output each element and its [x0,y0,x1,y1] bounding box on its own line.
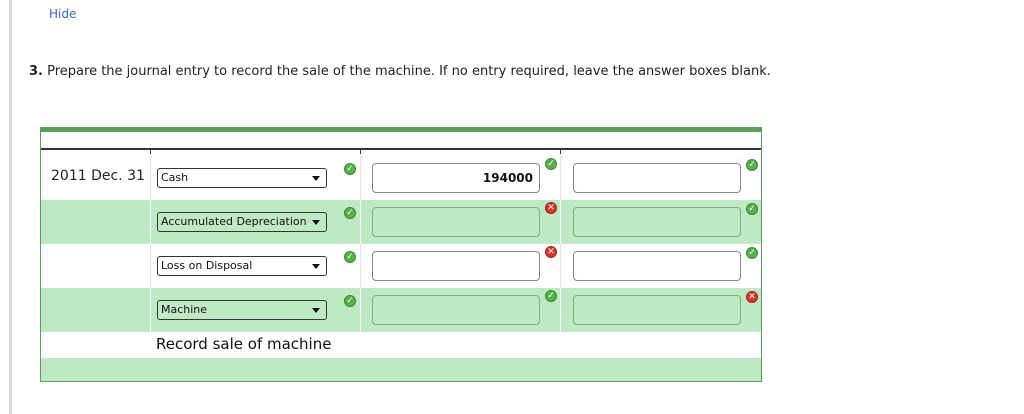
column-divider [360,244,361,288]
x-icon: ✕ [545,202,557,214]
check-icon: ✓ [746,247,758,259]
column-divider [560,288,561,332]
x-icon: ✕ [545,246,557,258]
column-divider [360,200,361,244]
entry-memo: Record sale of machine [156,335,332,353]
chevron-down-icon [312,308,320,313]
question-number: 3. [29,64,43,79]
question-body: Prepare the journal entry to record the … [47,64,771,79]
debit-value: 194000 [482,171,533,185]
account-select-cash[interactable]: Cash [157,168,327,188]
chevron-down-icon [312,264,320,269]
chevron-down-icon [312,220,320,225]
header-tick [360,148,361,154]
header-tick [150,148,151,154]
credit-input[interactable] [573,295,741,325]
account-select-value: Accumulated Depreciation [161,215,307,228]
table-header-rule [41,148,761,150]
debit-input[interactable]: 194000 [372,163,540,193]
hide-link[interactable]: Hide [49,7,77,21]
column-divider [560,244,561,288]
chevron-down-icon [312,176,320,181]
debit-input[interactable] [372,207,540,237]
debit-input[interactable] [372,251,540,281]
account-select-value: Loss on Disposal [161,259,253,272]
column-divider [150,156,151,200]
journal-row: Accumulated Depreciation ✓ ✕ ✓ [41,200,761,244]
account-select-machine[interactable]: Machine [157,300,327,320]
column-divider [150,244,151,288]
credit-input[interactable] [573,251,741,281]
entry-date: 2011 Dec. 31 [51,168,145,184]
check-icon: ✓ [344,207,356,219]
check-icon: ✓ [344,163,356,175]
check-icon: ✓ [344,295,356,307]
journal-row: Machine ✓ ✓ ✕ [41,288,761,332]
account-select-accumulated-depreciation[interactable]: Accumulated Depreciation [157,212,327,232]
check-icon: ✓ [344,251,356,263]
question-text: 3. Prepare the journal entry to record t… [29,64,771,79]
journal-entry-table: 2011 Dec. 31 Cash ✓ 194000 ✓ ✓ Accumulat… [40,127,762,382]
debit-input[interactable] [372,295,540,325]
column-divider [150,288,151,332]
credit-input[interactable] [573,207,741,237]
column-divider [360,288,361,332]
header-tick [560,148,561,154]
account-select-value: Cash [161,171,189,184]
check-icon: ✓ [545,290,557,302]
account-select-loss-on-disposal[interactable]: Loss on Disposal [157,256,327,276]
check-icon: ✓ [746,159,758,171]
credit-input[interactable] [573,163,741,193]
check-icon: ✓ [545,158,557,170]
x-icon: ✕ [746,291,758,303]
table-footer-band [41,358,761,381]
column-divider [150,200,151,244]
check-icon: ✓ [746,203,758,215]
journal-row: Loss on Disposal ✓ ✕ ✓ [41,244,761,288]
account-select-value: Machine [161,303,208,316]
column-divider [360,156,361,200]
table-top-bar [41,127,761,132]
left-border [9,0,12,414]
journal-row: 2011 Dec. 31 Cash ✓ 194000 ✓ ✓ [41,156,761,200]
column-divider [560,200,561,244]
column-divider [560,156,561,200]
